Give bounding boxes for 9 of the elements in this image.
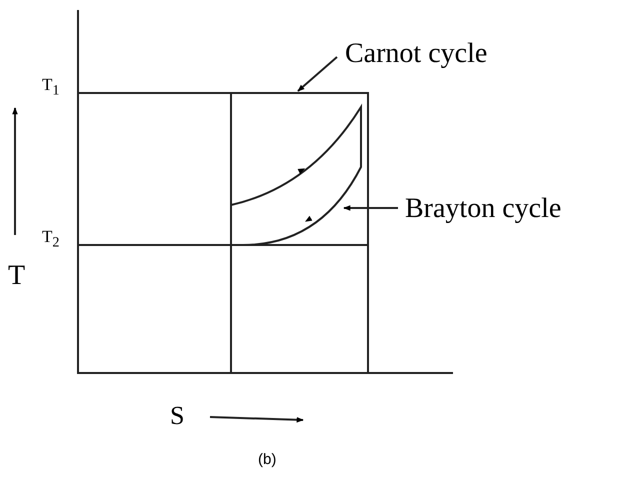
caption: (b) [258, 452, 276, 467]
leader-line [297, 56, 338, 92]
axis-label: T [8, 262, 26, 290]
leader-line [343, 205, 398, 211]
axis-label: S [170, 403, 184, 429]
callout-label: Carnot cycle [345, 40, 488, 68]
callout-label: Brayton cycle [405, 195, 562, 223]
axis-tick-label: T$_{1}$ [42, 76, 60, 98]
axis-tick-label: T$_{2}$ [42, 228, 60, 250]
